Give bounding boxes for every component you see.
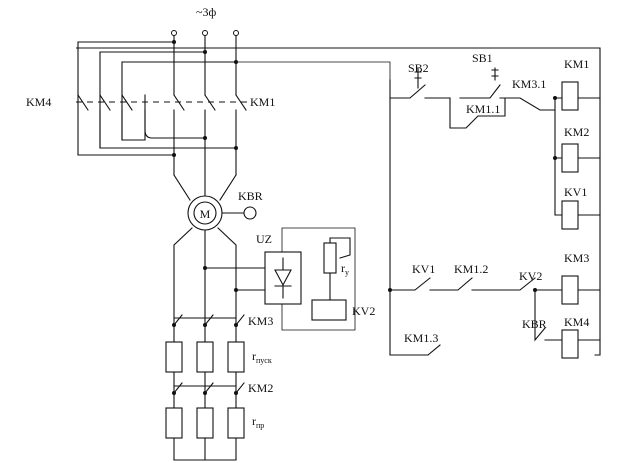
r-pr-label: rпр — [252, 414, 264, 430]
km3-contacts — [173, 314, 245, 326]
km3-1-label: KM3.1 — [512, 77, 546, 91]
coil-km3 — [561, 275, 579, 305]
coil-kv1 — [561, 200, 579, 230]
kv2-contact-label: KV2 — [519, 269, 542, 283]
kv1-contact-label: KV1 — [412, 262, 435, 276]
km4-contacts — [77, 94, 133, 111]
r-start-label: rпуск — [252, 349, 272, 365]
coil-km1-label: KM1 — [564, 57, 589, 71]
coil-km3-label: KM3 — [564, 251, 589, 265]
kv2-coil — [311, 299, 347, 321]
r-start-1 — [165, 341, 183, 373]
reverse-bus-3 — [121, 61, 237, 141]
uz-block — [264, 227, 356, 331]
km4-main-label: KM4 — [26, 95, 51, 109]
coil-kv1-label: KV1 — [564, 185, 587, 199]
r-start-2 — [196, 341, 214, 373]
control-feed-l — [144, 61, 391, 80]
right-rail — [594, 47, 601, 356]
control-circuit — [388, 47, 601, 359]
diode-icon — [274, 257, 292, 299]
km1-2-label: KM1.2 — [454, 262, 488, 276]
km2-label: KM2 — [248, 381, 273, 395]
kbr-contact-label: KBR — [522, 317, 547, 331]
ry-resistor — [323, 242, 337, 274]
km1-1-branch — [449, 97, 506, 129]
reverse-bus-1 — [77, 41, 175, 156]
motor-label: M — [200, 207, 211, 221]
km3-label: KM3 — [248, 314, 273, 328]
reverse-bus-2 — [99, 51, 206, 149]
power-circuit: M — [76, 30, 600, 461]
coil-km2 — [561, 143, 579, 173]
coil-km4 — [561, 329, 579, 359]
km1-3-label: KM1.3 — [404, 331, 438, 345]
supply-label: ~3ф — [196, 5, 216, 19]
ry-label: ry — [341, 261, 349, 277]
labels: ~3ф KM4 KM1 KBR UZ ry KV2 KM3 rпуск KM2 … — [26, 5, 589, 430]
left-rail — [389, 79, 429, 356]
coil-km2-label: KM2 — [564, 125, 589, 139]
kbr-sensor — [243, 206, 257, 220]
kv2-coil-label: KV2 — [352, 304, 375, 318]
rotor-lead-3 — [217, 227, 237, 461]
coil-km4-label: KM4 — [564, 315, 589, 329]
r-pr-2 — [196, 407, 214, 439]
km1-3-contact — [427, 344, 441, 356]
r-pr-1 — [165, 407, 183, 439]
sb1-label: SB1 — [472, 51, 493, 65]
supply-terminal-l2 — [202, 30, 208, 36]
sb-actuators — [414, 67, 499, 89]
phase-lines-top — [173, 35, 237, 96]
km1-main-label: KM1 — [250, 95, 275, 109]
sb2-label: SB2 — [408, 61, 429, 75]
supply-terminal-l1 — [171, 30, 177, 36]
kbr-sensor-label: KBR — [238, 189, 263, 203]
km1-1-label: KM1.1 — [466, 102, 500, 116]
km2-contacts — [173, 382, 245, 394]
r-start-3 — [227, 341, 245, 373]
supply-terminal-l3 — [233, 30, 239, 36]
uz-label: UZ — [256, 232, 272, 246]
km4-to-l2 — [144, 109, 206, 139]
coil-km1 — [561, 81, 579, 111]
motor-inner — [193, 201, 217, 225]
r-pr-3 — [227, 407, 245, 439]
rotor-lead-1 — [173, 227, 193, 461]
